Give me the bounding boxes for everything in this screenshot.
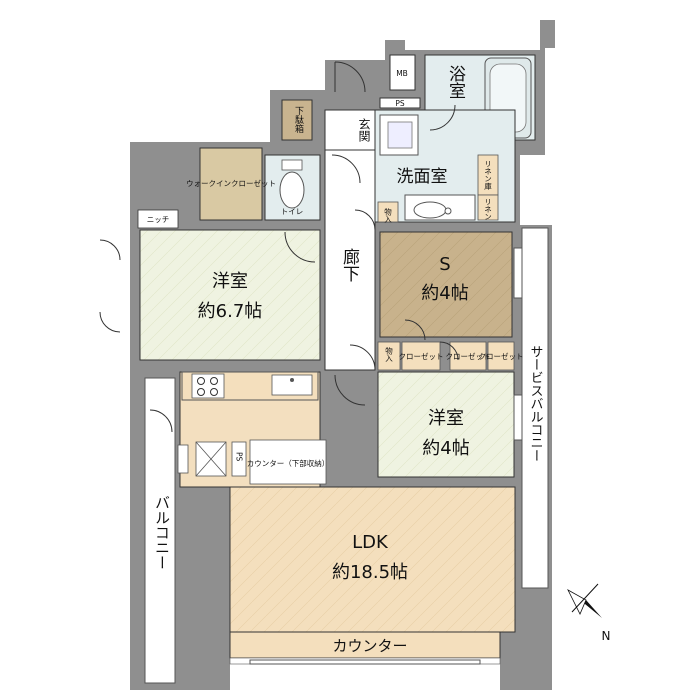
closet-label-3: クローゼット bbox=[479, 351, 524, 361]
closet-label-1: クローゼット bbox=[399, 351, 444, 361]
western-room-2-name: 洋室 bbox=[428, 408, 464, 429]
s-room-floor bbox=[379, 231, 513, 338]
mb-label: MB bbox=[396, 69, 408, 78]
entrance-label: 玄関 bbox=[357, 117, 371, 142]
ps-label-top: PS bbox=[395, 99, 405, 108]
western-room-1-size: 約6.7帖 bbox=[198, 301, 263, 322]
ps-box-top bbox=[379, 97, 421, 109]
linen-closet-2 bbox=[477, 194, 499, 221]
bottom-counter-label: カウンター bbox=[332, 637, 407, 655]
washroom-label: 洗面室 bbox=[397, 167, 448, 187]
closet-3 bbox=[487, 341, 515, 371]
bath-label: 浴室 bbox=[445, 65, 466, 99]
mono-storage-2 bbox=[377, 341, 401, 371]
western-room-2-size: 約4帖 bbox=[422, 438, 469, 459]
service-balcony-floor bbox=[521, 227, 549, 589]
service-balcony-label: サービスバルコニー bbox=[528, 345, 544, 462]
ldk-name: LDK bbox=[352, 532, 389, 553]
s-room-size: 約4帖 bbox=[421, 283, 468, 304]
toilet-label: トイレ bbox=[281, 207, 304, 216]
niche-label: ニッチ bbox=[147, 215, 170, 224]
walk-in-closet-label: ウォークインクローゼット bbox=[186, 178, 276, 188]
closet-label-2: クローゼット bbox=[446, 351, 491, 361]
balcony-label: バルコニー bbox=[153, 495, 171, 570]
linen-label-1: リネン庫 bbox=[483, 160, 492, 191]
bottom-counter bbox=[229, 631, 501, 659]
counter-lower-storage bbox=[249, 439, 327, 485]
compass-north-label: N bbox=[602, 629, 611, 643]
mb-box bbox=[389, 54, 416, 91]
ldk-floor bbox=[229, 486, 516, 633]
stove bbox=[191, 373, 225, 399]
sink bbox=[271, 374, 313, 396]
mono-label-1: 物入 bbox=[383, 207, 392, 224]
western-room-1-floor bbox=[139, 229, 321, 361]
walk-in-closet bbox=[199, 147, 263, 221]
niche bbox=[137, 209, 179, 229]
western-room-1-name: 洋室 bbox=[212, 271, 248, 292]
mono-label-2: 物入 bbox=[384, 346, 393, 363]
ldk-size: 約18.5帖 bbox=[332, 562, 408, 583]
windows bbox=[249, 247, 523, 665]
entrance-floor bbox=[324, 109, 376, 151]
hallway-floor bbox=[324, 149, 376, 371]
western-room-2-floor bbox=[377, 371, 515, 478]
mono-storage-1 bbox=[377, 201, 399, 223]
ps-label-kitchen: PS bbox=[235, 452, 244, 462]
closet-1 bbox=[401, 341, 441, 371]
hallway-label: 廊下 bbox=[339, 248, 360, 282]
shoe-box-label: 下駄箱 bbox=[293, 106, 304, 134]
ps-box-kitchen bbox=[231, 441, 247, 477]
counter-lower-label: カウンター（下部収納） bbox=[247, 458, 330, 468]
balcony-floor bbox=[144, 377, 176, 684]
shoe-box bbox=[281, 99, 313, 141]
compass-icon: N bbox=[567, 583, 611, 643]
linen-label-2: リネン bbox=[484, 198, 493, 221]
closet-2 bbox=[449, 341, 487, 371]
door-swings bbox=[99, 61, 459, 433]
s-room-name: S bbox=[439, 254, 450, 275]
